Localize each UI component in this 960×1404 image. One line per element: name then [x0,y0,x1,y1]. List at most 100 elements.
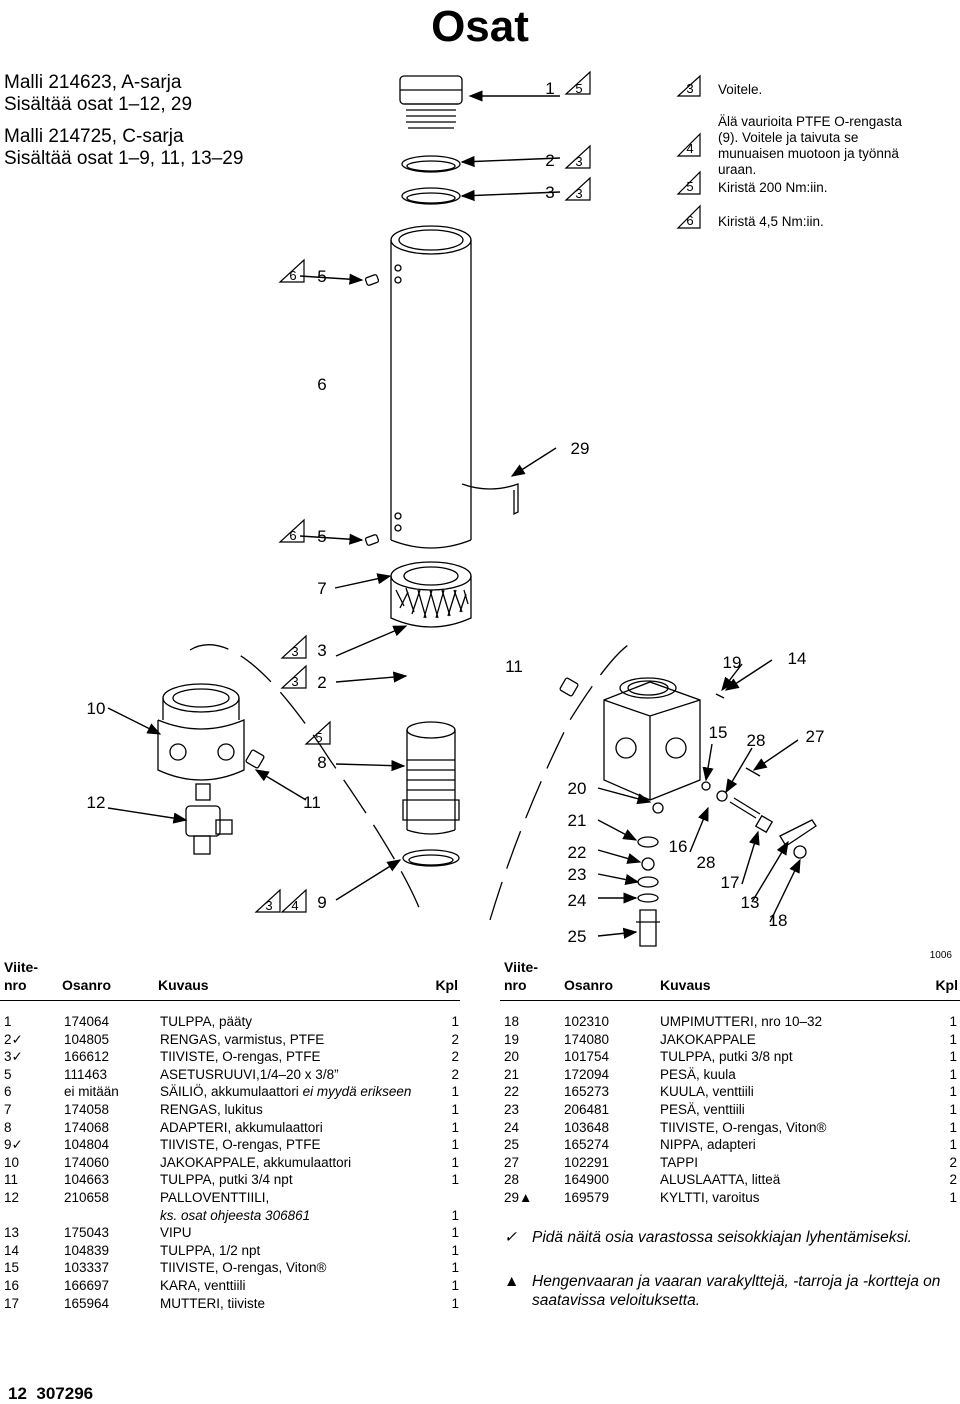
callout-tri-3b: 3 [575,186,582,201]
cell-desc-text: TIIVISTE, O-rengas, PTFE [160,1137,321,1153]
cell-part: 174060 [64,1154,110,1170]
cell-ref: 22 [504,1084,520,1100]
packing-nut-part [754,814,774,834]
cell-ref: 25 [504,1137,520,1153]
header-ref-line1-r: Viite- [504,959,538,975]
cell-part: 165964 [64,1295,110,1311]
page-footer: 12 307296 [8,1384,93,1404]
cell-qty: 1 [451,1119,459,1135]
cell-ref: 1 [4,1014,12,1029]
cell-part: 175043 [64,1225,110,1241]
cell-desc-text: TAPPI [660,1154,699,1170]
cell-part: 101754 [564,1049,610,1065]
cell-qty: 1 [451,1242,459,1258]
cell-desc: TAPPI [660,1154,698,1171]
callout-18: 18 [769,911,788,930]
cell-qty: 1 [949,1031,957,1047]
note-num-4: 4 [686,141,693,156]
callout-tri-3c: 3 [291,644,298,659]
callout-16: 16 [669,837,688,856]
valve-block-part [603,677,701,801]
plug-part-11-right [559,677,579,697]
callout-5b: 5 [317,527,326,546]
ball-valve-part [176,783,233,855]
model-c-contents: Sisältää osat 1–9, 11, 13–29 [4,148,244,169]
cell-desc-text: NIPPA, adapteri [660,1137,756,1153]
cell-qty: 1 [949,1119,957,1135]
callout-19: 19 [723,653,742,672]
warning-label-part [461,483,519,516]
cell-ref: 8 [4,1119,12,1135]
cell-desc: TULPPA, putki 3/4 npt [160,1171,293,1188]
cell-desc-text: TULPPA, putki 3/4 npt [160,1172,293,1188]
callout-1: 1 [545,79,554,98]
cell-desc-text: KARA, venttiili [160,1278,246,1293]
right-header-qty: Kpl [935,977,958,993]
plug-part-20 [652,802,664,814]
cell-part: 165273 [564,1084,610,1100]
callout-23: 23 [568,865,587,884]
cell-desc-text: TIIVISTE, O-rengas, PTFE [160,1049,321,1065]
pin-part-27 [745,767,761,777]
cell-desc-text: PALLOVENTTIILI, [160,1190,270,1205]
cell-qty: 1 [949,1137,957,1153]
callout-13: 13 [741,893,760,912]
right-header-part: Osanro [564,977,614,993]
cell-qty: 2 [451,1049,459,1065]
cell-part: ei mitään [64,1084,119,1100]
cell-qty: 1 [451,1295,459,1311]
cell-ref: 18 [504,1014,520,1029]
model-c-name: Malli 214725, C-sarja [4,126,184,147]
callout-22: 22 [568,843,587,862]
cell-desc-text: TULPPA, pääty [160,1014,253,1029]
right-header-rule [500,1000,960,1001]
callout-8: 8 [317,753,326,772]
cell-ref: 3✓ [4,1049,23,1065]
callout-5a: 5 [317,267,326,286]
cell-qty: 1 [451,1172,459,1188]
model-c: Malli 214725, C-sarja Sisältää osat 1–9,… [4,126,243,170]
oring-part-9 [402,849,460,867]
cell-desc-text: ASETUSRUUVI,1/4–20 x 3/8” [160,1066,339,1082]
cell-desc: TIIVISTE, O-rengas, PTFE [160,1048,321,1065]
cell-qty: 2 [949,1172,957,1188]
ball-part [641,857,655,871]
callout-14: 14 [788,649,807,668]
cell-desc: TULPPA, 1/2 npt [160,1242,260,1259]
cell-desc-text: TULPPA, 1/2 npt [160,1242,261,1258]
cell-ref: 13 [4,1225,20,1241]
cell-part: 210658 [64,1190,110,1205]
plug-part-14 [715,693,725,699]
cell-qty: 1 [949,1014,957,1029]
footer-page-number: 12 [8,1384,27,1403]
cell-desc: JAKOKAPPALE, akkumulaattori [160,1154,351,1171]
cell-qty: 1 [949,1102,957,1117]
note-text-5: Kiristä 200 Nm:iin. [718,180,828,195]
model-a: Malli 214623, A-sarja Sisältää osat 1–12… [4,72,192,116]
accumulator-tube-part [390,225,472,549]
callout-24: 24 [568,891,587,910]
cell-qty: 1 [451,1137,459,1153]
right-header-ref: Viite- nro [504,958,538,994]
cell-desc: TIIVISTE, O-rengas, Viton® [660,1119,827,1136]
cell-desc: UMPIMUTTERI, nro 10–32 [660,1013,822,1030]
legend-spare-symbol: ✓ [504,1229,517,1246]
cell-desc: TIIVISTE, O-rengas, PTFE [160,1136,321,1153]
cell-ref: 12 [4,1190,20,1205]
cell-desc-text: VIPU [160,1225,192,1241]
cell-ref: 11 [4,1172,19,1188]
callout-17: 17 [721,873,740,892]
cell-part: 166697 [64,1278,110,1293]
callout-tri-5a: 5 [575,81,582,96]
